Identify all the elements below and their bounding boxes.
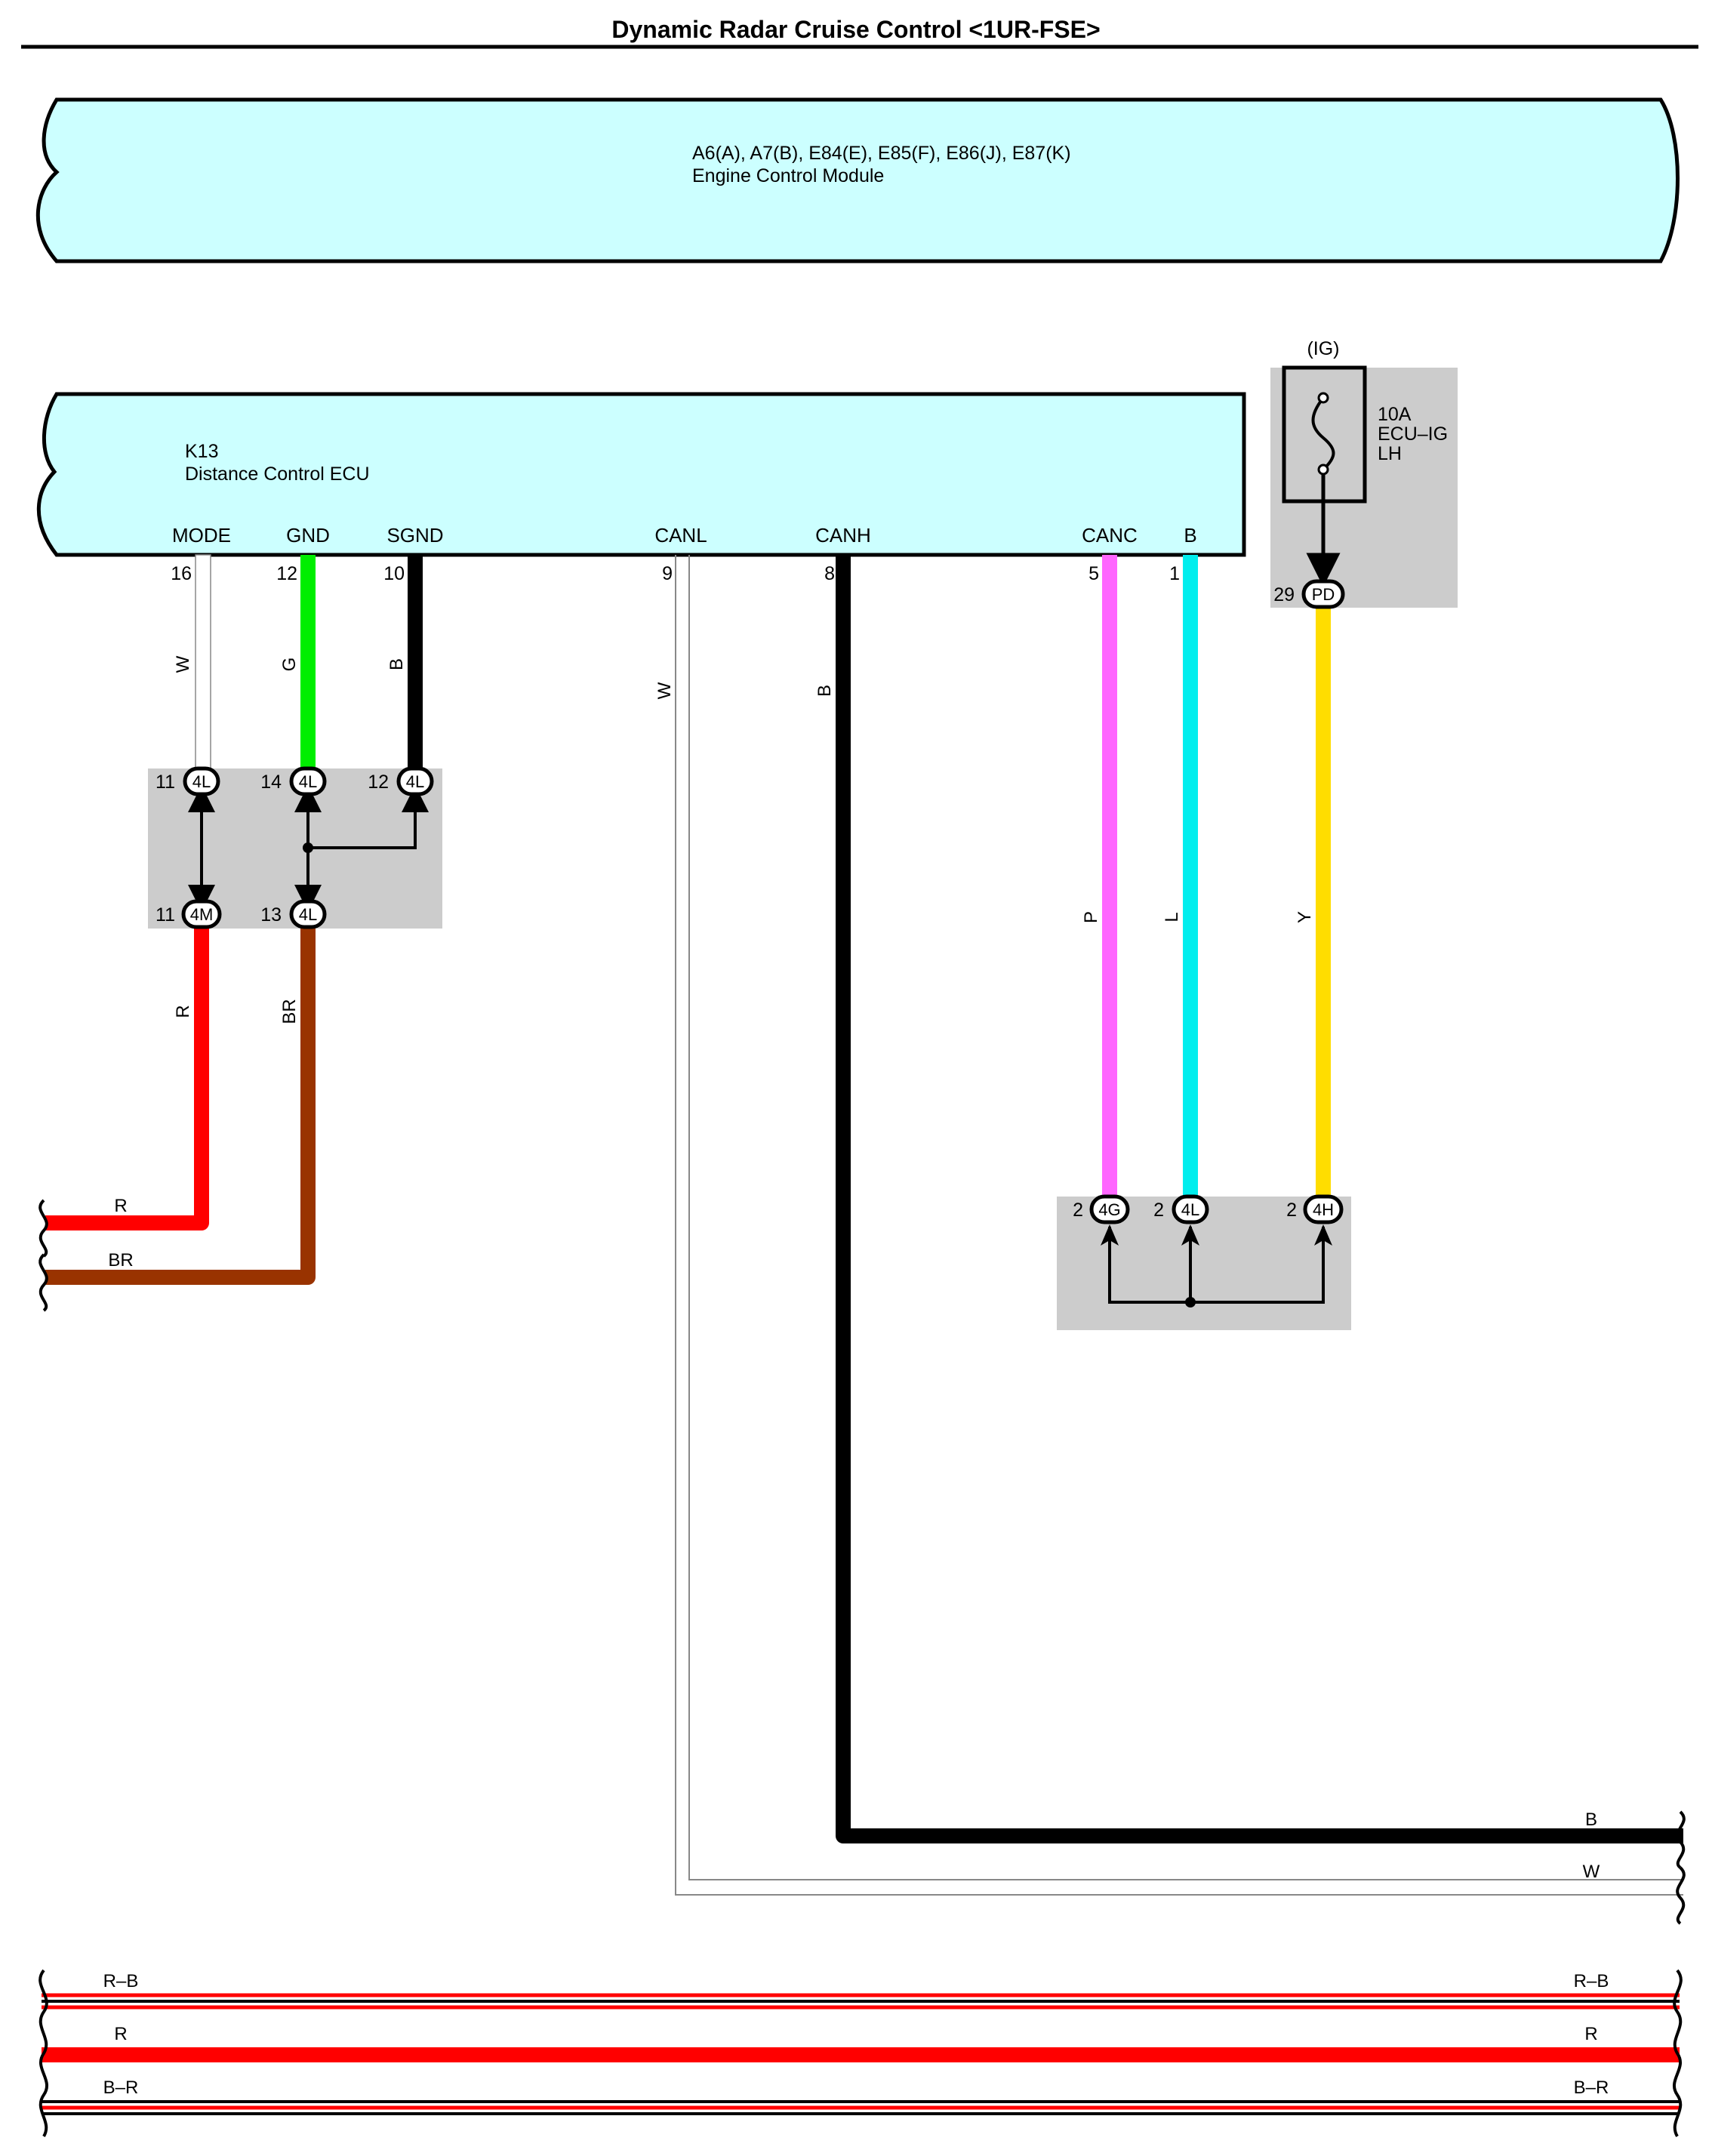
wire-label-canl: W: [654, 682, 675, 699]
svg-text:2: 2: [1073, 1200, 1083, 1221]
fuse-rating: 10A: [1378, 404, 1412, 425]
ecu-id: K13: [185, 441, 218, 462]
svg-text:2: 2: [1286, 1200, 1297, 1221]
bus-line-r: R R: [42, 2024, 1680, 2062]
bus-lines: R–B R–B R R B–R B–R: [38, 1969, 1683, 2138]
connector-29-pd: PD 29: [1273, 579, 1345, 609]
bus-label-r-left: R: [114, 2024, 127, 2044]
bus-label-b-r-left: B–R: [103, 2077, 139, 2098]
wire-label-canc: P: [1081, 911, 1101, 923]
wire-label-mode-lower: R: [173, 1005, 193, 1018]
pin-label-b: B: [1184, 524, 1196, 547]
bus-break-right: [1672, 1969, 1683, 2138]
svg-text:29: 29: [1273, 584, 1295, 605]
svg-text:PD: PD: [1312, 585, 1335, 604]
svg-text:4L: 4L: [1181, 1200, 1199, 1219]
connector-12-4l: 4L 12: [368, 766, 434, 796]
wire-canl-w: [675, 555, 1683, 1896]
bus-label-b-r-right: B–R: [1574, 2077, 1609, 2098]
wire-label-canh: B: [814, 685, 835, 697]
bus-label-r-b-left: R–B: [103, 1971, 139, 1991]
engine-control-module: A6(A), A7(B), E84(E), E85(F), E86(J), E8…: [35, 97, 1680, 263]
connector-11-4l: 4L 11: [155, 766, 220, 796]
diagram-title: Dynamic Radar Cruise Control <1UR-FSE>: [611, 16, 1100, 43]
ecm-box: [35, 97, 1680, 263]
bus-line-b-r: B–R B–R: [42, 2077, 1680, 2115]
bus-line-r-b: R–B R–B: [42, 1971, 1680, 2010]
distance-control-ecu: K13 Distance Control ECU MODE GND SGND C…: [36, 392, 1246, 557]
wire-label-sgnd: B: [386, 658, 407, 670]
wire-label-mode: W: [173, 655, 193, 673]
wire-label-gnd: G: [279, 658, 300, 672]
wire-label-gnd-lower: BR: [279, 999, 300, 1024]
fuse-element: [1311, 396, 1335, 471]
exit-label-r: R: [114, 1196, 127, 1216]
pin-num-canh: 8: [824, 563, 835, 584]
fuse-name-1: ECU–IG: [1378, 424, 1448, 445]
svg-text:12: 12: [368, 772, 389, 793]
wire-color-labels: W G B W B P L Y R BR: [173, 655, 1315, 1024]
exit-label-b: B: [1585, 1810, 1597, 1830]
pin-num-sgnd: 10: [383, 563, 405, 584]
svg-text:2: 2: [1153, 1200, 1164, 1221]
wire-fuse-y: [1316, 608, 1331, 1198]
ecm-name: Engine Control Module: [692, 165, 884, 186]
pin-num-canl: 9: [662, 563, 673, 584]
left-exits: R BR: [38, 1196, 134, 1312]
wire-gnd-g: [300, 555, 316, 770]
wire-mode-r: [45, 929, 209, 1230]
connector-2-4g: 4G 2: [1073, 1194, 1130, 1224]
wire-canh-b: [836, 555, 1683, 1843]
connector-11-4m: 4M 11: [155, 899, 222, 929]
wire-b-l: [1183, 555, 1198, 1198]
connector-2-4h: 4H 2: [1286, 1194, 1344, 1224]
ecm-id: A6(A), A7(B), E84(E), E85(F), E86(J), E8…: [692, 143, 1071, 164]
bus-label-r-right: R: [1584, 2024, 1597, 2044]
pin-label-canc: CANC: [1082, 524, 1138, 547]
svg-text:11: 11: [155, 772, 175, 793]
pin-num-b: 1: [1169, 563, 1180, 584]
svg-text:14: 14: [260, 772, 282, 793]
wire-label-b: L: [1162, 912, 1182, 922]
bus-break-left: [38, 1969, 49, 2138]
bus-label-r-b-right: R–B: [1574, 1971, 1609, 1991]
wire-canc-p: [1102, 555, 1117, 1198]
exit-label-br: BR: [108, 1250, 133, 1270]
ecu-pin-numbers: 16 12 10 9 8 5 1: [171, 563, 1180, 584]
right-exits: B W: [1583, 1810, 1686, 1925]
ecu-box: [36, 392, 1246, 557]
junction-left-links: [188, 785, 429, 912]
pin-num-gnd: 12: [276, 563, 297, 584]
ecu-name: Distance Control ECU: [185, 464, 370, 485]
wire-gnd-br: [45, 929, 316, 1285]
pin-label-gnd: GND: [286, 524, 330, 547]
svg-text:13: 13: [260, 904, 282, 926]
svg-text:4L: 4L: [406, 772, 424, 791]
fuse-ecu-ig-lh: (IG) 10A ECU–IG LH: [1282, 338, 1448, 587]
exit-label-w: W: [1583, 1862, 1600, 1882]
connector-2-4l: 4L 2: [1153, 1194, 1209, 1224]
pin-label-sgnd: SGND: [386, 524, 443, 547]
svg-text:4L: 4L: [299, 905, 317, 924]
pin-label-canl: CANL: [654, 524, 707, 547]
wire-label-fuse: Y: [1295, 911, 1315, 923]
svg-text:11: 11: [155, 904, 175, 926]
junction-right-links: [1101, 1224, 1332, 1307]
svg-text:4M: 4M: [190, 905, 214, 924]
svg-text:4L: 4L: [192, 772, 211, 791]
connector-14-4l: 4L 14: [260, 766, 327, 796]
fuse-name-2: LH: [1378, 443, 1402, 464]
wire-sgnd-b: [408, 555, 423, 770]
pin-num-mode: 16: [171, 563, 192, 584]
wire-mode-w: [195, 554, 211, 771]
fuse-source: (IG): [1307, 338, 1339, 359]
pin-label-mode: MODE: [172, 524, 231, 547]
connector-13-4l: 4L 13: [260, 899, 327, 929]
pin-label-canh: CANH: [815, 524, 871, 547]
pin-num-canc: 5: [1088, 563, 1099, 584]
svg-text:4G: 4G: [1098, 1200, 1120, 1219]
svg-text:4H: 4H: [1313, 1200, 1334, 1219]
svg-text:4L: 4L: [299, 772, 317, 791]
